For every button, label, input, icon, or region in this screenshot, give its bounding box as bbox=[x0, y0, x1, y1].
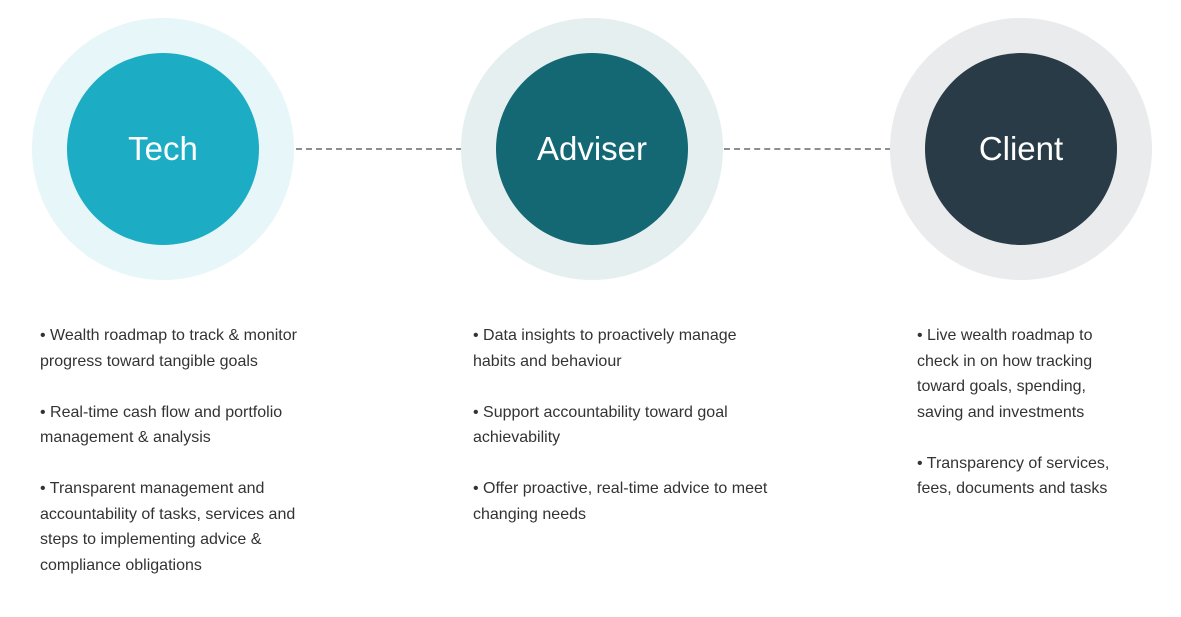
bullet-line: habits and behaviour bbox=[473, 352, 622, 370]
client-bullet-list: • Live wealth roadmap to check in on how … bbox=[917, 323, 1109, 527]
tech-outer-circle: Tech bbox=[32, 18, 294, 280]
bullet-line: steps to implementing advice & bbox=[40, 531, 262, 548]
adviser-circle: Adviser bbox=[496, 53, 688, 245]
client-outer-circle: Client bbox=[890, 18, 1152, 280]
bullet-line: accountability of tasks, services and bbox=[40, 505, 296, 523]
bullet-line: • Transparency of services, bbox=[917, 454, 1110, 472]
bullet-line: • Real-time cash flow and portfolio bbox=[40, 403, 283, 421]
client-circle: Client bbox=[925, 53, 1117, 245]
bullet-line: management & analysis bbox=[40, 429, 211, 446]
connector-tech-adviser bbox=[296, 148, 462, 150]
client-label: Client bbox=[978, 130, 1064, 167]
bullet-line: fees, documents and tasks bbox=[917, 480, 1108, 497]
bullet-line: progress toward tangible goals bbox=[40, 352, 258, 370]
bullet-line: check in on how tracking bbox=[917, 352, 1093, 370]
bullet-item: • Live wealth roadmap to check in on how … bbox=[917, 323, 1109, 425]
bullet-item: • Wealth roadmap to track & monitor progr… bbox=[40, 323, 297, 374]
bullet-item: • Data insights to proactively manage hab… bbox=[473, 323, 767, 374]
bullet-line: saving and investments bbox=[917, 403, 1085, 421]
bullet-line: • Live wealth roadmap to bbox=[917, 327, 1093, 344]
bullet-item: • Real-time cash flow and portfolio manag… bbox=[40, 400, 297, 451]
bullet-line: changing needs bbox=[473, 505, 586, 523]
bullet-item: • Support accountability toward goal achi… bbox=[473, 400, 767, 451]
bullet-line: • Data insights to proactively manage bbox=[473, 327, 737, 344]
bullet-line: • Wealth roadmap to track & monitor bbox=[40, 327, 297, 344]
bullet-item: • Offer proactive, real-time advice to m… bbox=[473, 476, 767, 527]
bullet-line: toward goals, spending, bbox=[917, 378, 1086, 395]
bullet-item: • Transparent management and accountabili… bbox=[40, 476, 297, 578]
tech-label: Tech bbox=[128, 130, 198, 167]
connector-adviser-client bbox=[724, 148, 891, 150]
bullet-line: • Offer proactive, real-time advice to m… bbox=[473, 480, 768, 497]
tech-circle: Tech bbox=[67, 53, 259, 245]
adviser-outer-circle: Adviser bbox=[461, 18, 723, 280]
bullet-line: compliance obligations bbox=[40, 556, 202, 574]
tech-bullet-list: • Wealth roadmap to track & monitor progr… bbox=[40, 323, 297, 604]
adviser-bullet-list: • Data insights to proactively manage hab… bbox=[473, 323, 767, 553]
bullet-item: • Transparency of services, fees, documen… bbox=[917, 451, 1109, 502]
adviser-label: Adviser bbox=[536, 130, 648, 167]
bullet-line: • Transparent management and bbox=[40, 480, 265, 497]
bullet-line: achievability bbox=[473, 429, 561, 446]
bullet-line: • Support accountability toward goal bbox=[473, 403, 728, 421]
